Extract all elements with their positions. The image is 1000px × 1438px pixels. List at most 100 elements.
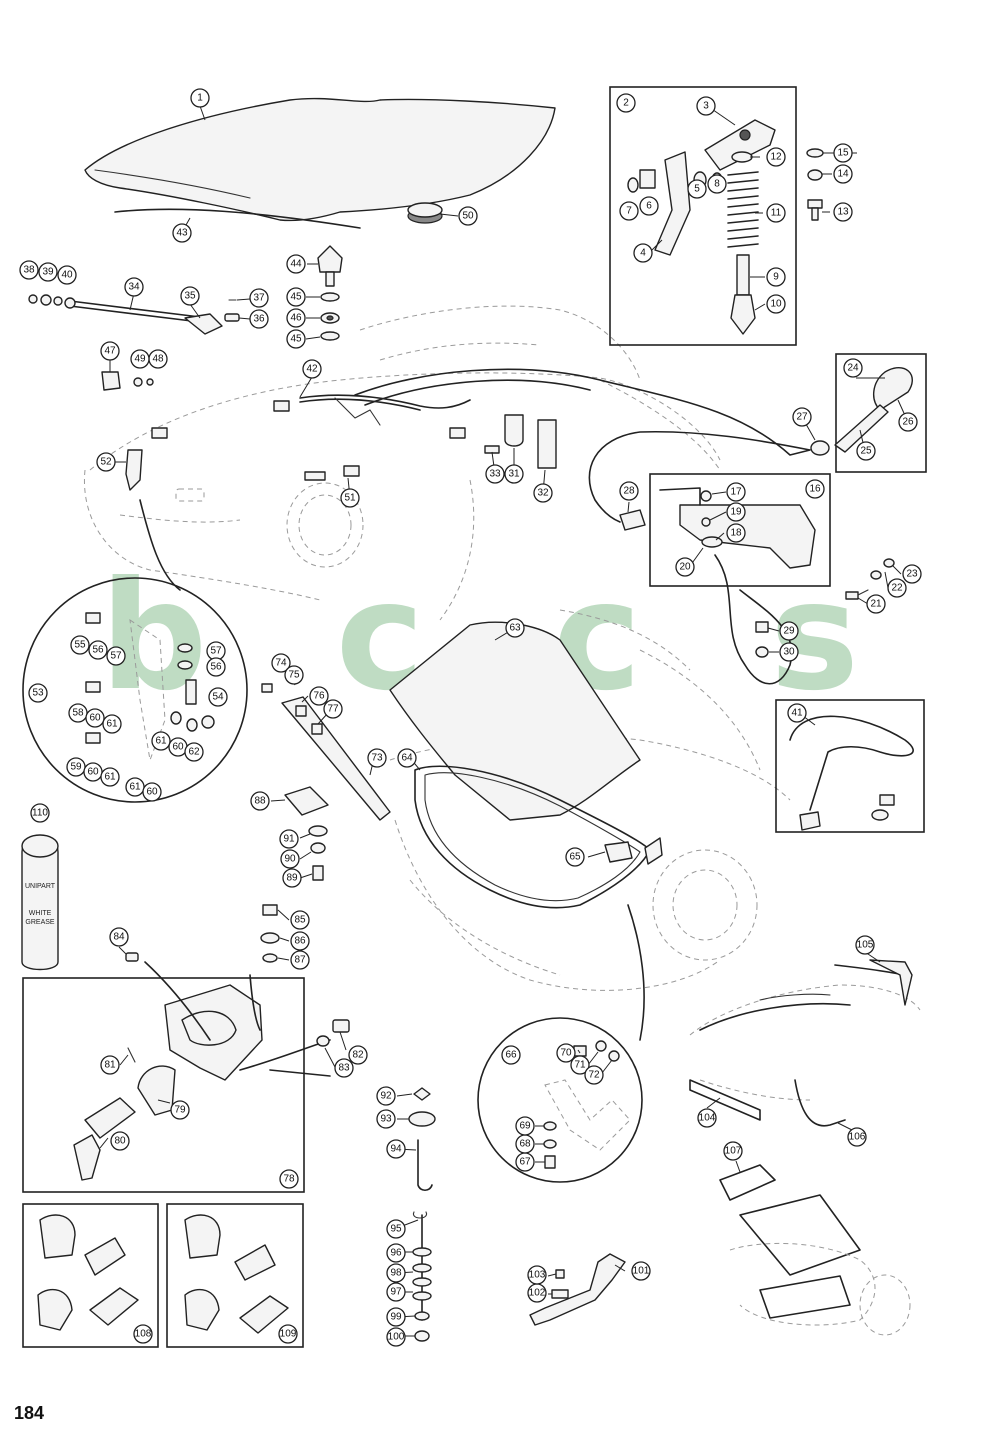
svg-text:94: 94 <box>390 1144 402 1155</box>
callout-6: 6 <box>639 196 659 216</box>
svg-text:85: 85 <box>294 915 306 926</box>
svg-text:73: 73 <box>371 753 383 764</box>
svg-text:60: 60 <box>87 767 99 778</box>
callout-12: 12 <box>766 147 786 167</box>
svg-text:1: 1 <box>197 93 203 104</box>
svg-text:36: 36 <box>253 314 265 325</box>
callout-7: 7 <box>619 201 639 221</box>
svg-text:25: 25 <box>860 446 872 457</box>
svg-text:74: 74 <box>275 658 287 669</box>
catch-plate-parts <box>619 487 816 569</box>
zoom-loop-29-30 <box>714 554 793 685</box>
svg-text:39: 39 <box>42 267 54 278</box>
callout-1: 1 <box>190 88 210 108</box>
callout-46: 46 <box>286 308 306 328</box>
white-grease-can: UNIPART WHITE GREASE <box>21 834 59 971</box>
svg-text:23: 23 <box>906 569 918 580</box>
callout-40: 40 <box>57 265 77 285</box>
callout-36: 36 <box>249 309 269 329</box>
svg-text:41: 41 <box>791 708 803 719</box>
bonnet-seal-strip <box>114 208 361 229</box>
bonnet-buffer-stack <box>317 245 343 341</box>
callout-80: 80 <box>110 1131 130 1151</box>
lock-set-box-109 <box>166 1203 304 1348</box>
svg-text:8: 8 <box>714 179 720 190</box>
callout-3: 3 <box>696 96 716 116</box>
svg-text:35: 35 <box>184 291 196 302</box>
svg-text:78: 78 <box>283 1174 295 1185</box>
callout-54: 54 <box>208 687 228 707</box>
cable-clips <box>484 414 557 469</box>
svg-text:12: 12 <box>770 152 782 163</box>
callout-89: 89 <box>282 868 302 888</box>
can-brand: UNIPART <box>25 883 56 890</box>
callout-19: 19 <box>726 502 746 522</box>
callout-47: 47 <box>100 341 120 361</box>
svg-text:91: 91 <box>283 834 295 845</box>
svg-text:15: 15 <box>837 148 849 159</box>
lock-feed-lines <box>144 961 331 1077</box>
svg-text:4: 4 <box>640 248 646 259</box>
svg-text:110: 110 <box>32 808 48 819</box>
lock-set-108-parts <box>37 1214 139 1331</box>
callout-68: 68 <box>515 1134 535 1154</box>
svg-text:55: 55 <box>74 640 86 651</box>
callout-107: 107 <box>723 1141 743 1161</box>
pin-and-nut <box>755 621 769 658</box>
callout-37: 37 <box>249 288 269 308</box>
boot-seal-inner <box>424 772 641 902</box>
callout-79: 79 <box>170 1100 190 1120</box>
svg-text:44: 44 <box>290 259 302 270</box>
release-cable <box>354 368 811 523</box>
svg-text:99: 99 <box>390 1312 402 1323</box>
svg-text:53: 53 <box>32 688 44 699</box>
callout-88: 88 <box>250 791 270 811</box>
callout-100: 100 <box>386 1327 406 1347</box>
striker-plate-fixings <box>284 786 329 881</box>
svg-text:54: 54 <box>212 692 224 703</box>
svg-text:42: 42 <box>306 364 318 375</box>
callout-67: 67 <box>515 1152 535 1172</box>
svg-text:38: 38 <box>23 265 35 276</box>
svg-text:46: 46 <box>290 313 302 324</box>
callout-71: 71 <box>570 1055 590 1075</box>
callout-60a: 60 <box>85 708 105 728</box>
callout-32: 32 <box>533 483 553 503</box>
callout-20: 20 <box>675 557 695 577</box>
release-handle-parts <box>810 367 913 456</box>
svg-text:29: 29 <box>783 626 795 637</box>
svg-text:63: 63 <box>509 623 521 634</box>
svg-text:61: 61 <box>129 782 141 793</box>
callout-48: 48 <box>148 349 168 369</box>
lock-set-109-parts <box>184 1214 289 1334</box>
callout-99: 99 <box>386 1307 406 1327</box>
bonnet-buffer-pad <box>407 202 443 224</box>
svg-text:67: 67 <box>519 1157 531 1168</box>
svg-text:96: 96 <box>390 1248 402 1259</box>
callout-4: 4 <box>633 243 653 263</box>
callout-66: 66 <box>501 1045 521 1065</box>
svg-text:45: 45 <box>290 292 302 303</box>
cable-kit-box <box>775 699 925 833</box>
svg-text:70: 70 <box>560 1048 572 1059</box>
svg-text:62: 62 <box>188 747 200 758</box>
svg-text:21: 21 <box>870 599 882 610</box>
svg-text:109: 109 <box>280 1329 297 1340</box>
callout-49: 49 <box>130 349 150 369</box>
svg-text:104: 104 <box>699 1113 716 1124</box>
svg-text:100: 100 <box>388 1332 405 1343</box>
can-line1: WHITE <box>29 910 52 917</box>
bonnet-stay-assembly <box>28 294 240 335</box>
svg-text:52: 52 <box>100 457 112 468</box>
leader-lines <box>99 104 909 1337</box>
body-seals-area <box>689 959 921 1127</box>
svg-text:64: 64 <box>401 753 413 764</box>
callout-15: 15 <box>833 143 853 163</box>
svg-text:66: 66 <box>505 1050 517 1061</box>
callout-33: 33 <box>485 464 505 484</box>
svg-text:69: 69 <box>519 1121 531 1132</box>
callout-56b: 56 <box>206 657 226 677</box>
callout-43: 43 <box>172 223 192 243</box>
callout-73: 73 <box>367 748 387 768</box>
boot-lock-body <box>604 837 663 865</box>
